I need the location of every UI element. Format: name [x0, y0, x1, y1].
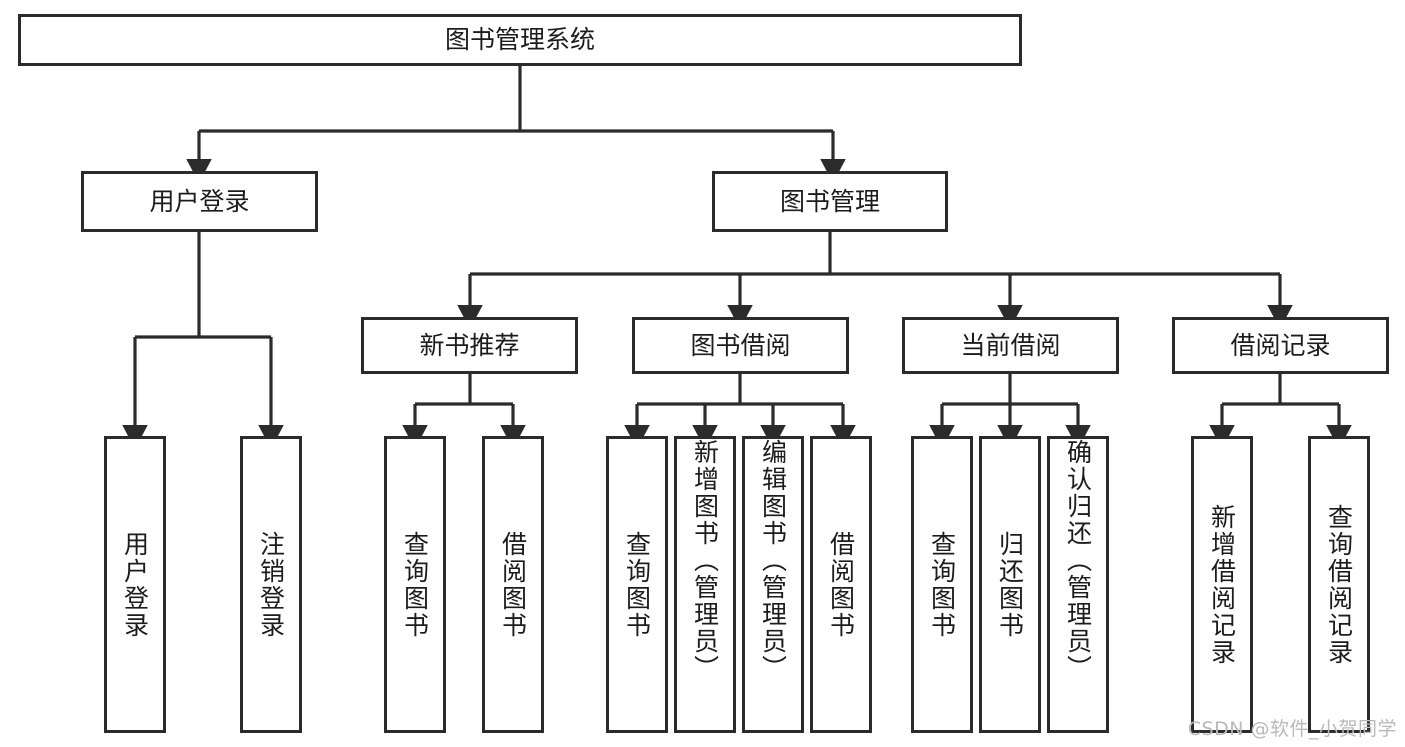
leaf-book-borrow-edit[interactable]: 编辑图书（管理员） — [742, 436, 804, 733]
node-label: 用户登录 — [149, 186, 250, 216]
node-label: 查询借阅记录 — [1324, 503, 1354, 666]
node-label: 借阅图书 — [498, 530, 528, 639]
leaf-current-borrow-query[interactable]: 查询图书 — [911, 436, 973, 733]
leaf-borrow-record-query[interactable]: 查询借阅记录 — [1308, 436, 1370, 733]
leaf-current-borrow-return[interactable]: 归还图书 — [979, 436, 1041, 733]
node-new-book-recommend[interactable]: 新书推荐 — [361, 317, 578, 374]
node-label: 图书管理系统 — [444, 25, 595, 55]
node-label: 新增图书（管理员） — [690, 439, 720, 682]
leaf-current-borrow-confirm-return[interactable]: 确认归还（管理员） — [1047, 436, 1109, 733]
node-current-borrow[interactable]: 当前借阅 — [902, 317, 1119, 374]
node-label: 归还图书 — [995, 530, 1025, 639]
node-label: 确认归还（管理员） — [1063, 439, 1093, 682]
leaf-borrow-record-add[interactable]: 新增借阅记录 — [1191, 436, 1253, 733]
node-label: 图书管理 — [779, 186, 880, 216]
node-label: 注销登录 — [256, 530, 286, 639]
leaf-book-borrow-query[interactable]: 查询图书 — [606, 436, 668, 733]
node-label: 用户登录 — [120, 530, 150, 639]
leaf-user-login-signin[interactable]: 用户登录 — [104, 436, 166, 733]
csdn-watermark: CSDN @软件_小贺同学 — [1187, 718, 1397, 740]
node-label: 编辑图书（管理员） — [758, 439, 788, 682]
leaf-new-book-borrow[interactable]: 借阅图书 — [482, 436, 544, 733]
node-label: 借阅图书 — [826, 530, 856, 639]
node-label: 当前借阅 — [960, 330, 1061, 360]
node-borrow-record[interactable]: 借阅记录 — [1172, 317, 1389, 374]
node-root-library-system[interactable]: 图书管理系统 — [18, 14, 1022, 66]
leaf-book-borrow-borrow[interactable]: 借阅图书 — [810, 436, 872, 733]
node-label: 图书借阅 — [690, 330, 791, 360]
node-label: 查询图书 — [400, 530, 430, 639]
node-label: 新书推荐 — [419, 330, 520, 360]
node-user-login[interactable]: 用户登录 — [81, 171, 318, 232]
node-label: 查询图书 — [927, 530, 957, 639]
node-label: 新增借阅记录 — [1207, 503, 1237, 666]
node-book-management[interactable]: 图书管理 — [712, 171, 948, 232]
node-book-borrow[interactable]: 图书借阅 — [632, 317, 849, 374]
node-label: 查询图书 — [622, 530, 652, 639]
leaf-book-borrow-add[interactable]: 新增图书（管理员） — [674, 436, 736, 733]
node-label: 借阅记录 — [1230, 330, 1331, 360]
leaf-new-book-query[interactable]: 查询图书 — [384, 436, 446, 733]
leaf-user-login-signout[interactable]: 注销登录 — [240, 436, 302, 733]
